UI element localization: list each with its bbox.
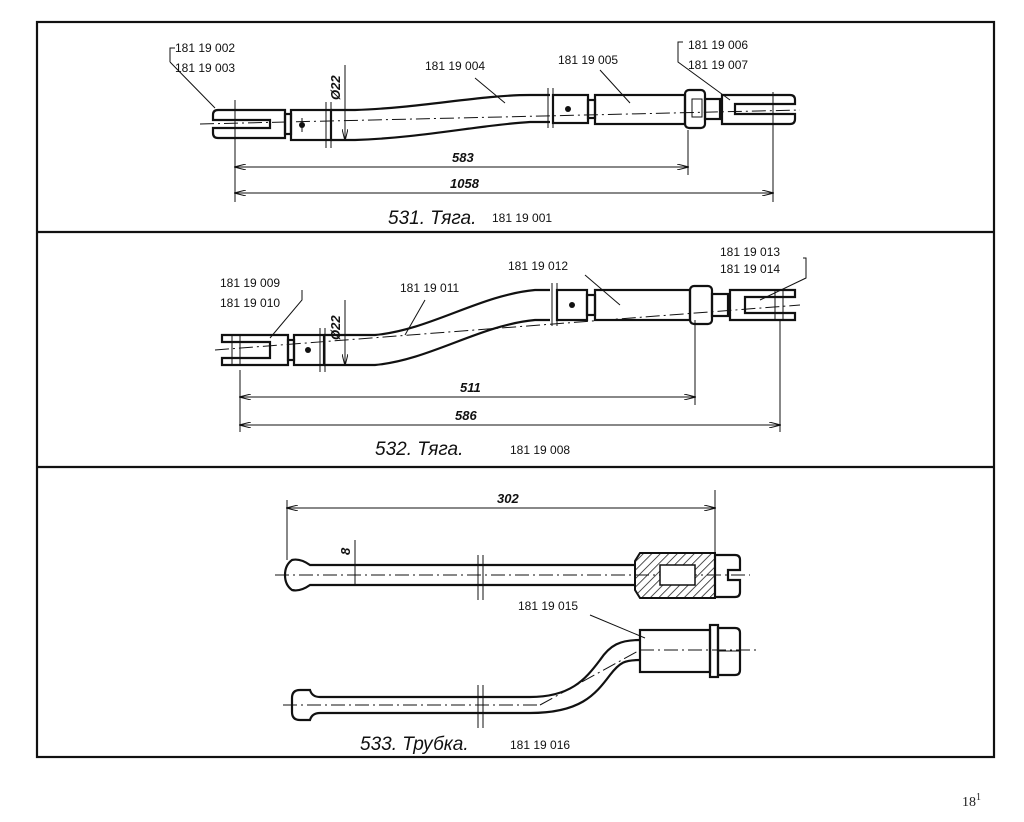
part-label: 181 19 002 <box>175 41 235 55</box>
part-label: 181 19 010 <box>220 296 280 310</box>
part-label: 181 19 004 <box>425 59 485 73</box>
centerline <box>199 109 801 125</box>
left-fork <box>220 333 290 367</box>
diameter-label: Ø22 <box>328 75 343 100</box>
dimension-label: 1058 <box>450 176 480 191</box>
figure-533-tube <box>275 490 760 728</box>
bent-rod <box>324 288 550 337</box>
part-label: 181 19 012 <box>508 259 568 273</box>
diameter-label: 8 <box>338 547 353 555</box>
part-label: 181 19 013 <box>720 245 780 259</box>
tube-end <box>290 688 530 722</box>
figure-title: 533. Трубка. <box>360 734 469 755</box>
nut <box>716 626 742 677</box>
sleeve <box>593 288 692 322</box>
dimension-label: 302 <box>497 491 519 506</box>
figure-title: 531. Тяга. <box>388 208 476 229</box>
right-fork <box>728 288 797 322</box>
part-label: 181 19 003 <box>175 61 235 75</box>
figure-title: 532. Тяга. <box>375 439 463 460</box>
pin-block <box>289 108 333 142</box>
diameter-label: Ø22 <box>328 315 343 340</box>
part-label: 181 19 006 <box>688 38 748 52</box>
part-label: 181 19 007 <box>688 58 748 72</box>
bent-tube <box>529 638 641 699</box>
end-cap <box>713 553 742 599</box>
left-fork <box>211 108 287 140</box>
page-number: 181 <box>962 792 981 810</box>
bent-rod <box>331 93 550 112</box>
centerline <box>214 304 801 351</box>
part-label: 181 19 011 <box>400 281 459 295</box>
figure-code: 181 19 008 <box>510 443 570 457</box>
dimension-label: 511 <box>460 380 481 395</box>
figure-531-rod <box>169 41 801 202</box>
part-label: 181 19 005 <box>558 53 618 67</box>
outer-frame <box>35 20 996 759</box>
part-label: 181 19 015 <box>518 599 578 613</box>
nut <box>688 284 714 326</box>
pin-block <box>292 333 326 367</box>
figure-532-rod <box>214 257 807 432</box>
figure-code: 181 19 001 <box>492 211 552 225</box>
figure-code: 181 19 016 <box>510 738 570 752</box>
part-label: 181 19 009 <box>220 276 280 290</box>
sleeve <box>638 628 712 674</box>
right-fork <box>720 93 797 126</box>
dimension-label: 586 <box>455 408 477 423</box>
dimension-label: 583 <box>452 150 474 165</box>
part-label: 181 19 014 <box>720 262 780 276</box>
tube-flared-end <box>283 558 330 592</box>
sleeve <box>593 93 687 126</box>
